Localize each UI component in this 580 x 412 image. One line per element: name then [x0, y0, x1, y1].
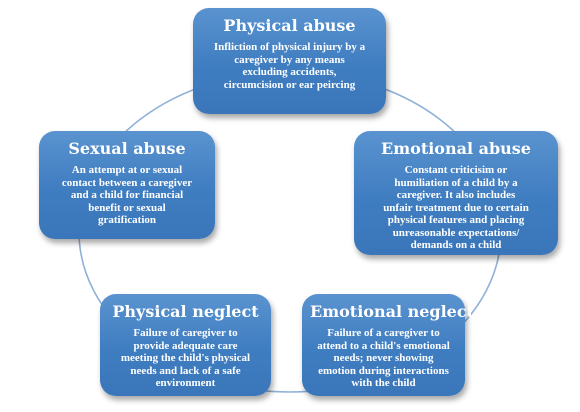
node-description-line: with the child [351, 377, 416, 389]
node-description-line: excluding accidents, [242, 66, 337, 78]
node-emotional-neglect: Emotional neglect Failure of a caregiver… [302, 294, 474, 396]
node-title: Sexual abuse [68, 139, 186, 158]
node-title: Physical abuse [223, 16, 356, 35]
node-description-line: circumcision or ear peircing [223, 78, 356, 91]
node-description-line: unfair treatment due to certain [383, 201, 529, 214]
node-title: Emotional neglect [310, 302, 474, 321]
node-description: Infliction of physical injury by a careg… [201, 41, 378, 91]
node-description-line: provide adequate care [133, 339, 238, 352]
node-description-line: unreasonable expectations/ [392, 226, 520, 239]
node-description: An attempt at or sexual contact between … [47, 164, 207, 227]
node-title: Emotional abuse [381, 139, 531, 158]
node-description-line: meeting the child's physical [120, 352, 251, 364]
node-description-line: Constant criticisim or [404, 164, 508, 176]
node-description-line: benefit or sexual [88, 201, 166, 214]
node-description-line: humiliation of a child by a [394, 176, 518, 189]
node-description-line: gratification [97, 214, 157, 226]
node-description-line: caregiver by any means [234, 53, 345, 66]
node-description-line: needs and lack of a safe [130, 364, 241, 377]
node-description-line: contact between a caregiver [61, 176, 193, 189]
node-description-line: environment [155, 377, 216, 389]
node-sexual-abuse: Sexual abuse An attempt at or sexual con… [39, 131, 215, 239]
node-description-line: needs; never showing [333, 352, 434, 364]
node-description-line: demands on a child [410, 239, 502, 251]
node-emotional-abuse: Emotional abuse Constant criticisim or h… [354, 131, 558, 255]
node-description-line: caregiver. It also includes [396, 189, 516, 201]
node-description-line: physical features and placing [387, 214, 525, 226]
node-physical-abuse: Physical abuse Infliction of physical in… [193, 8, 386, 114]
node-description-line: and a child for financial [70, 189, 184, 201]
node-title: Physical neglect [112, 302, 259, 321]
node-description-line: emotion during interactions [318, 364, 449, 377]
node-physical-neglect: Physical neglect Failure of caregiver to… [100, 294, 271, 396]
node-description-line: attend to a child's emotional [317, 339, 450, 352]
node-description-line: Infliction of physical injury by a [213, 41, 366, 53]
node-description-line: An attempt at or sexual [71, 164, 183, 176]
node-description: Failure of a caregiver to attend to a ch… [310, 327, 457, 390]
node-description-line: Failure of a caregiver to [327, 327, 440, 339]
node-description: Constant criticisim or humiliation of a … [362, 164, 550, 252]
node-description: Failure of caregiver to provide adequate… [108, 327, 263, 390]
node-description-line: Failure of caregiver to [133, 327, 238, 339]
